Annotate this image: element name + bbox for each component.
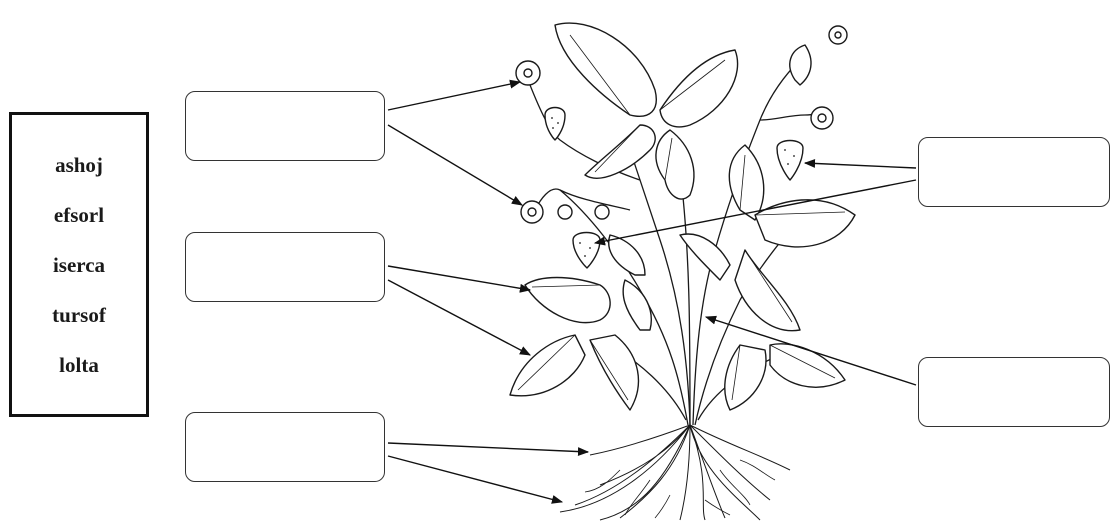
arrow-box3-root-upper bbox=[388, 443, 588, 452]
arrow-box1-flower-top bbox=[388, 82, 520, 110]
arrow-box3-root-lower bbox=[388, 456, 562, 502]
arrow-box2-leaf-lower bbox=[388, 280, 530, 355]
plant-illustration bbox=[510, 23, 855, 520]
arrow-box4-fruit-right bbox=[805, 163, 916, 168]
arrow-box2-leaf-upper bbox=[388, 266, 530, 290]
arrow-box1-flower-mid bbox=[388, 125, 522, 205]
roots-drawing bbox=[560, 425, 790, 520]
